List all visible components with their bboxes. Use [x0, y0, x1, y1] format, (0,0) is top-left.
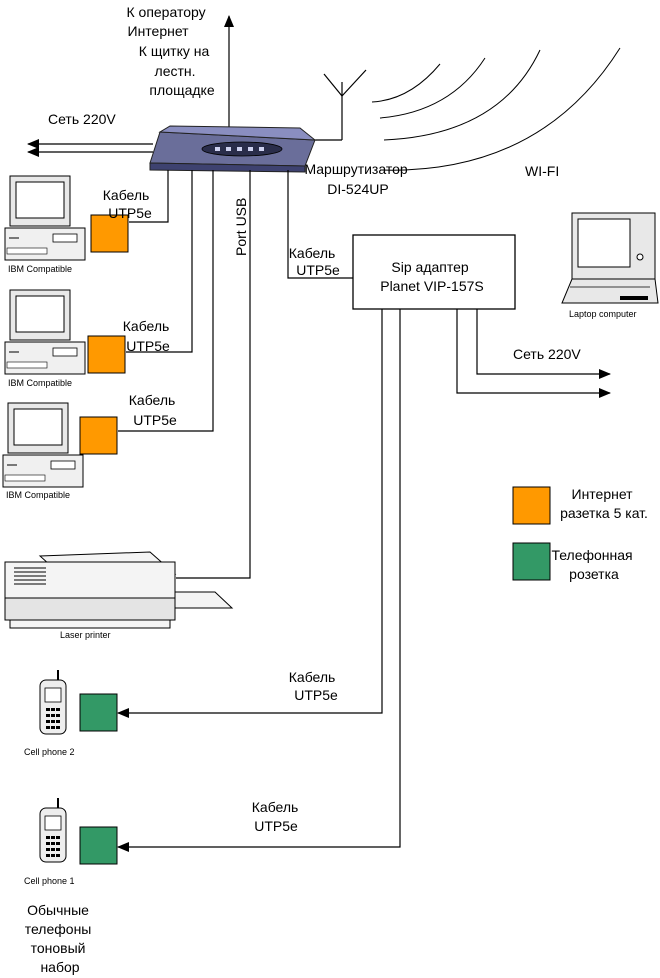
pc-2-icon [4, 289, 86, 375]
legend-phone-swatch [512, 542, 551, 581]
phones-note: Обычные телефоны тоновый набор [25, 902, 96, 975]
phone-2-cable-line [117, 309, 383, 718]
sip-adapter-box [352, 234, 516, 310]
printer-label: Laser printer [60, 630, 111, 640]
antenna-icon [313, 69, 367, 141]
pc-1-icon [4, 175, 86, 261]
legend-internet-swatch [512, 486, 551, 525]
phone-1-label: Cell phone 1 [24, 876, 75, 886]
internet-socket-3 [79, 416, 118, 455]
phone-socket-1 [79, 826, 118, 865]
cable-2-label: Кабель UTP5e [123, 318, 173, 354]
cable-sip-label: Кабель UTP5e [289, 245, 340, 278]
cell-phone-1-icon [39, 797, 67, 863]
internet-socket-2 [87, 335, 126, 374]
cell-phone-2-icon [39, 669, 67, 735]
phone-socket-2 [79, 693, 118, 732]
cable-1-label: Кабель UTP5e [103, 187, 153, 221]
power-right-arrow-1 [476, 309, 611, 379]
power-left-label: Сеть 220V [48, 111, 116, 127]
wifi-signal-icon [371, 47, 621, 171]
pc-3-icon [2, 402, 84, 488]
power-right-arrow-2 [456, 309, 611, 398]
laser-printer-icon [4, 551, 234, 629]
router-icon [149, 125, 317, 173]
legend-phone-label: Телефонная розетка [551, 547, 636, 582]
cable-3-label: Кабель UTP5e [129, 392, 179, 428]
phone-2-label: Cell phone 2 [24, 747, 75, 757]
cable-1-line [129, 170, 169, 223]
laptop-label: Laptop computer [569, 309, 637, 319]
cable-phone1-label: Кабель UTP5e [252, 799, 302, 834]
legend-internet-label: Интернет разетка 5 кат. [560, 486, 648, 521]
router-label: Маршрутизатор DI-524UP [304, 161, 411, 197]
cable-2-line [126, 170, 193, 353]
wifi-label: WI-FI [525, 163, 559, 179]
power-right-label: Сеть 220V [513, 346, 581, 362]
pc-2-label: IBM Compatible [8, 378, 72, 388]
laptop-icon [561, 212, 659, 304]
pc-3-label: IBM Compatible [6, 490, 70, 500]
operator-label: К оператору Интернет К щитку на лестн. п… [126, 4, 214, 98]
sip-adapter-label: Sip адаптер Planet VIP-157S [380, 259, 484, 294]
cable-phone2-label: Кабель UTP5e [289, 669, 339, 703]
port-usb-label: Port USB [233, 198, 249, 256]
phone-1-cable-line [117, 309, 401, 852]
sip-cable-line [287, 170, 353, 279]
pc-1-label: IBM Compatible [8, 264, 72, 274]
cable-3-line [118, 170, 214, 432]
internet-socket-1 [90, 214, 129, 253]
usb-cable-line [176, 170, 251, 579]
